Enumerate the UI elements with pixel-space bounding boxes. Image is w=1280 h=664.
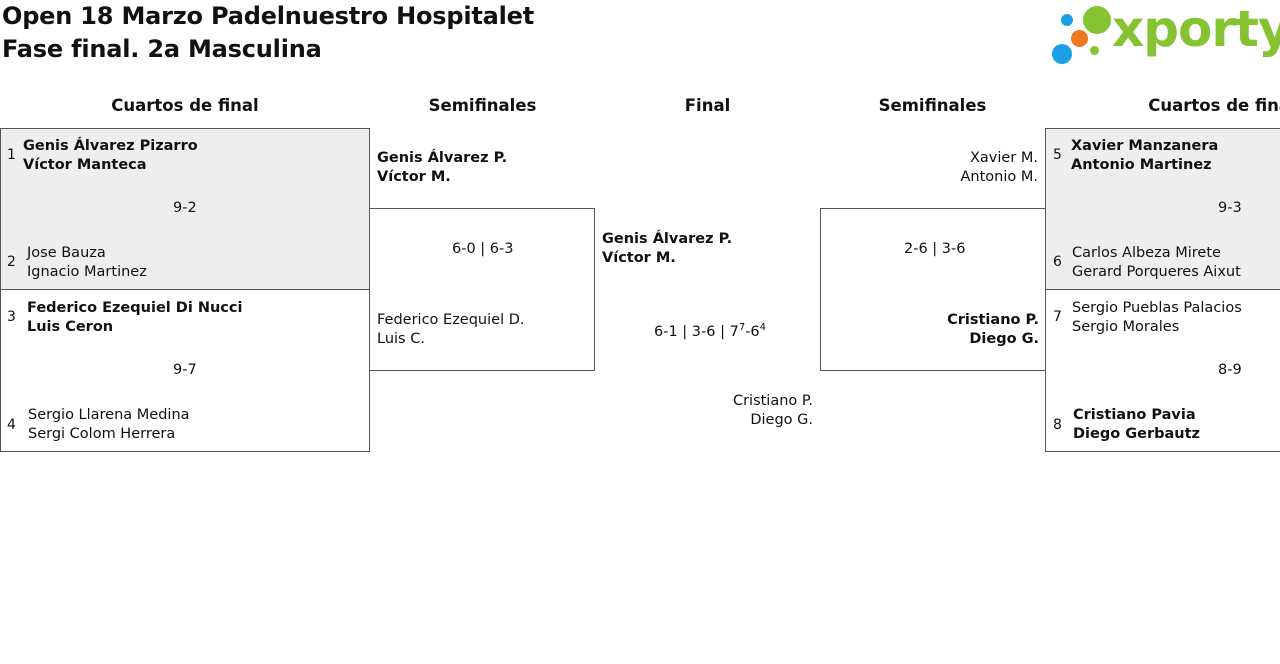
match-score: 9-3	[1218, 200, 1242, 216]
player-name: Sergio Morales	[1072, 319, 1180, 335]
logo-dot-green-small-icon	[1090, 46, 1099, 55]
player-name: Luis Ceron	[27, 319, 114, 335]
header-final: Final	[684, 96, 731, 115]
player-name: Diego G.	[750, 412, 813, 428]
match-right-semifinal[interactable]: 2-6 | 3-6 Cristiano P. Diego G.	[820, 208, 1046, 371]
team-right-sf-a: Xavier M. Antonio M.	[900, 149, 1038, 187]
logo-dot-blue-icon	[1061, 14, 1073, 26]
team-right-qf1-a: Xavier Manzanera Antonio Martinez	[1071, 137, 1218, 175]
player-name: Genis Álvarez P.	[602, 231, 733, 247]
player-name: Cristiano Pavia	[1073, 407, 1196, 423]
player-name: Víctor Manteca	[23, 157, 147, 173]
player-name: Ignacio Martinez	[27, 264, 147, 280]
xporty-logo[interactable]: xporty	[1050, 0, 1280, 68]
player-name: Genis Álvarez P.	[377, 150, 508, 166]
header-left-semifinals: Semifinales	[428, 96, 537, 115]
team-right-qf1-b: Carlos Albeza Mirete Gerard Porqueres Ai…	[1072, 244, 1241, 282]
seed-number: 7	[1053, 309, 1062, 325]
team-right-sf-b: Cristiano P. Diego G.	[901, 311, 1039, 349]
match-left-qf-1[interactable]: 1 Genis Álvarez Pizarro Víctor Manteca 9…	[0, 128, 370, 290]
player-name: Diego Gerbautz	[1073, 426, 1200, 442]
match-score: 9-7	[173, 362, 197, 378]
player-name: Sergio Llarena Medina	[28, 407, 190, 423]
seed-number: 8	[1053, 417, 1062, 433]
player-name: Gerard Porqueres Aixut	[1072, 264, 1241, 280]
page-subtitle: Fase final. 2a Masculina	[2, 35, 322, 63]
player-name: Cristiano P.	[947, 312, 1039, 328]
player-name: Antonio Martinez	[1071, 157, 1212, 173]
team-left-sf-b: Federico Ezequiel D. Luis C.	[377, 311, 525, 349]
match-left-qf-2[interactable]: 3 Federico Ezequiel Di Nucci Luis Ceron …	[0, 289, 370, 452]
match-right-qf-2[interactable]: 7 Sergio Pueblas Palacios Sergio Morales…	[1045, 289, 1280, 452]
player-name: Sergio Pueblas Palacios	[1072, 300, 1242, 316]
final-tiebreak-b: 4	[759, 322, 767, 333]
player-name: Jose Bauza	[27, 245, 106, 261]
seed-number: 4	[7, 417, 16, 433]
player-name: Federico Ezequiel Di Nucci	[27, 300, 243, 316]
player-name: Diego G.	[969, 331, 1039, 347]
team-left-qf1-b: Jose Bauza Ignacio Martinez	[27, 244, 147, 282]
team-left-sf-a: Genis Álvarez P. Víctor M.	[377, 149, 507, 187]
logo-dot-blue-large-icon	[1052, 44, 1072, 64]
team-right-qf2-a: Sergio Pueblas Palacios Sergio Morales	[1072, 299, 1242, 337]
match-score: 8-9	[1218, 362, 1242, 378]
header-left-quarterfinals: Cuartos de final	[111, 96, 259, 115]
team-final-b: Cristiano P. Diego G.	[700, 392, 813, 430]
seed-number: 5	[1053, 147, 1062, 163]
team-left-qf1-a: Genis Álvarez Pizarro Víctor Manteca	[23, 137, 198, 175]
match-score: 9-2	[173, 200, 197, 216]
match-left-semifinal[interactable]: 6-0 | 6-3 Federico Ezequiel D. Luis C.	[369, 208, 595, 371]
match-score: 2-6 | 3-6	[904, 241, 966, 257]
seed-number: 2	[7, 254, 16, 270]
team-right-qf2-b: Cristiano Pavia Diego Gerbautz	[1073, 406, 1200, 444]
player-name: Víctor M.	[377, 169, 451, 185]
logo-wordmark: xporty	[1112, 0, 1280, 58]
player-name: Luis C.	[377, 331, 425, 347]
final-tiebreak-a: 7	[738, 322, 746, 333]
player-name: Antonio M.	[960, 169, 1038, 185]
seed-number: 1	[7, 147, 16, 163]
player-name: Cristiano P.	[732, 393, 813, 409]
player-name: Carlos Albeza Mirete	[1072, 245, 1221, 261]
player-name: Víctor M.	[602, 250, 676, 266]
team-left-qf2-b: Sergio Llarena Medina Sergi Colom Herrer…	[28, 406, 190, 444]
page-title: Open 18 Marzo Padelnuestro Hospitalet	[2, 2, 535, 30]
final-score-sets: 6-1 | 3-6 | 7	[654, 323, 739, 340]
match-right-qf-1[interactable]: 5 Xavier Manzanera Antonio Martinez 9-3 …	[1045, 128, 1280, 290]
player-name: Federico Ezequiel D.	[377, 312, 525, 328]
seed-number: 3	[7, 309, 16, 325]
team-left-qf2-a: Federico Ezequiel Di Nucci Luis Ceron	[27, 299, 242, 337]
team-final-a: Genis Álvarez P. Víctor M.	[602, 230, 732, 268]
final-score-mid: -6	[745, 323, 760, 340]
player-name: Sergi Colom Herrera	[28, 426, 176, 442]
player-name: Genis Álvarez Pizarro	[23, 138, 198, 154]
logo-dot-orange-icon	[1071, 30, 1088, 47]
logo-dot-green-icon	[1083, 6, 1111, 34]
player-name: Xavier M.	[969, 150, 1038, 166]
match-score: 6-0 | 6-3	[452, 241, 514, 257]
header-right-semifinals: Semifinales	[878, 96, 987, 115]
header-right-quarterfinals: Cuartos de final	[1148, 96, 1280, 115]
player-name: Xavier Manzanera	[1071, 138, 1219, 154]
seed-number: 6	[1053, 254, 1062, 270]
final-score: 6-1 | 3-6 | 77-64	[654, 322, 766, 340]
